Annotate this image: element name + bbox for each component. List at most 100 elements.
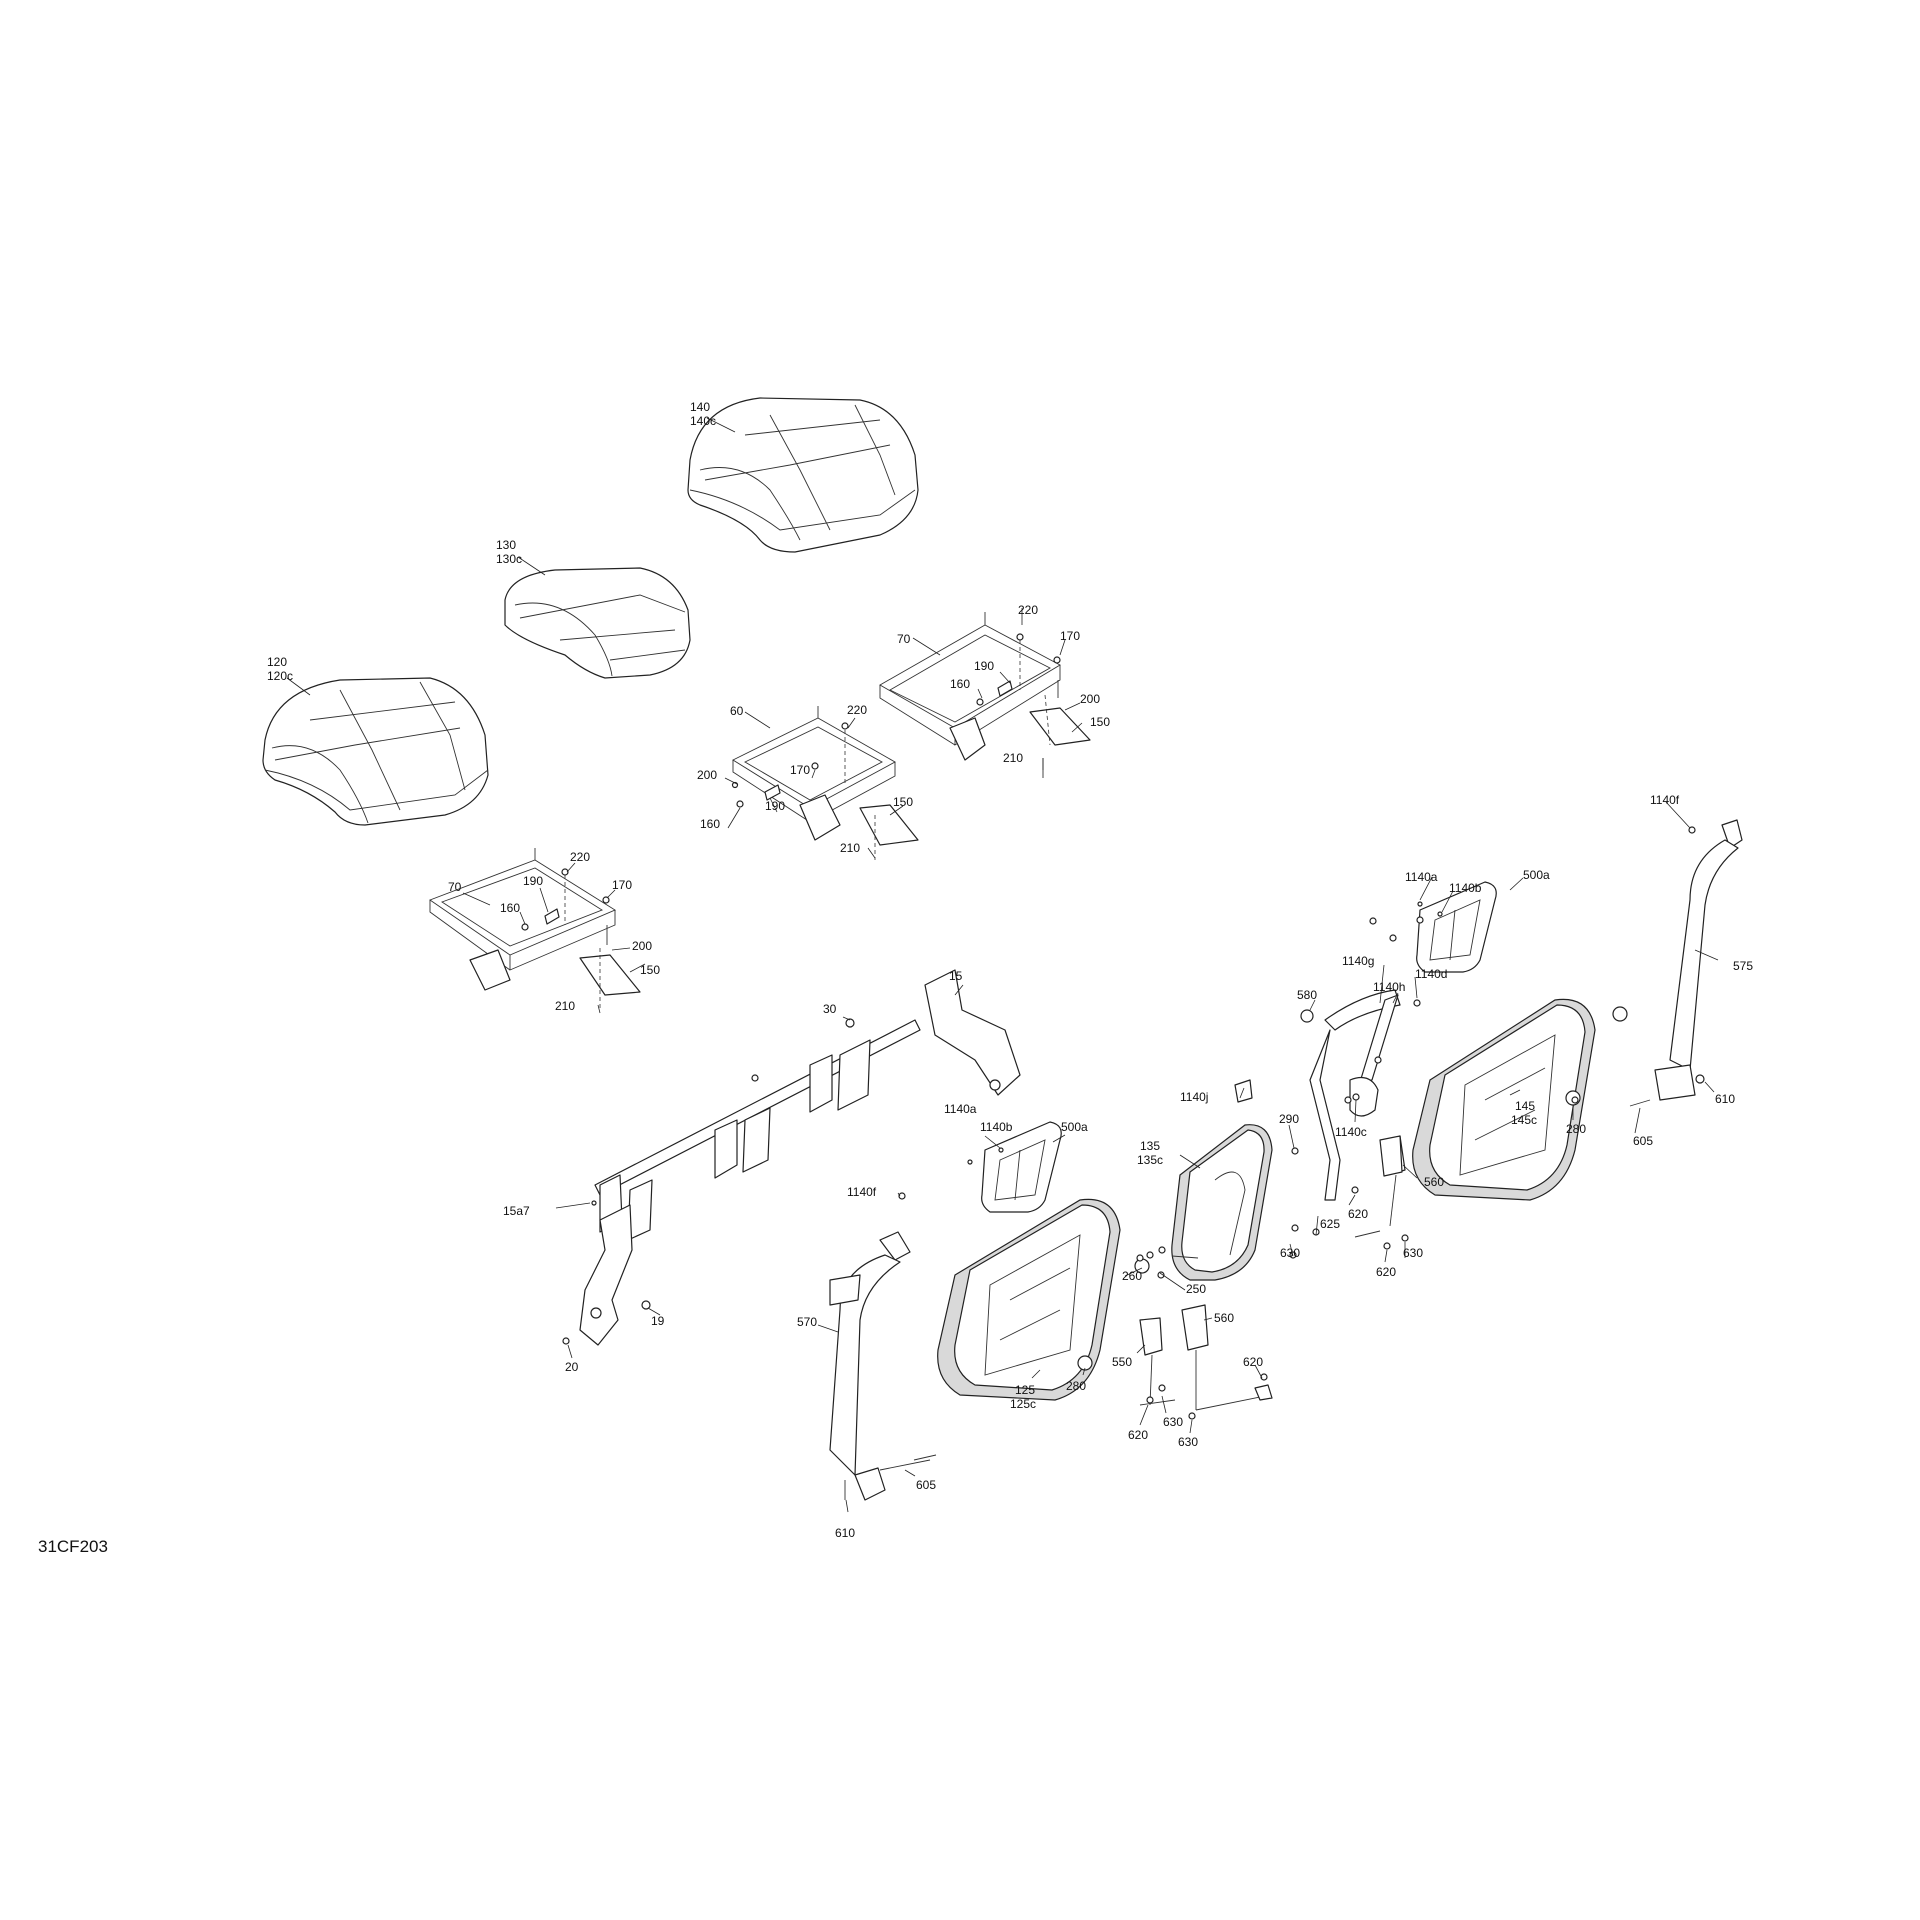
seat-frame-70-right	[879, 612, 1091, 778]
back-panel-500a-right	[1416, 881, 1497, 973]
callout-150-right: 150	[1090, 715, 1110, 729]
callout-190-middle: 190	[765, 799, 785, 813]
seat-back-145	[1412, 998, 1628, 1201]
callout-70-right: 70	[897, 632, 911, 646]
callout-220-right: 220	[1018, 603, 1038, 617]
callout-170-right: 170	[1060, 629, 1080, 643]
diagram-id-label: 31CF203	[38, 1537, 108, 1556]
seat-belt-570	[829, 1192, 931, 1501]
callout-1140a-left: 1140a	[944, 1102, 977, 1116]
callout-630-middle-b: 630	[1403, 1246, 1423, 1260]
callout-250: 250	[1186, 1282, 1206, 1296]
callout-120: 120	[267, 655, 287, 669]
callout-605-right: 605	[1633, 1134, 1653, 1148]
callout-1140a-right: 1140a	[1405, 870, 1438, 884]
callout-575: 575	[1733, 959, 1753, 973]
callout-60-middle: 60	[730, 704, 744, 718]
support-bar-15	[562, 969, 1021, 1346]
callout-560-front: 560	[1214, 1311, 1234, 1325]
callout-145: 145	[1515, 1099, 1535, 1113]
callout-190-right: 190	[974, 659, 994, 673]
callout-620-middle-a: 620	[1348, 1207, 1368, 1221]
seat-back-135	[1171, 1079, 1273, 1281]
callout-140: 140	[690, 400, 710, 414]
callout-140c: 140c	[690, 414, 716, 428]
seat-frame-60-middle	[731, 706, 919, 860]
callout-120c: 120c	[267, 669, 293, 683]
seat-back-125	[937, 1198, 1150, 1401]
callout-260: 260	[1122, 1269, 1142, 1283]
callout-200-right: 200	[1080, 692, 1100, 706]
callout-130: 130	[496, 538, 516, 552]
callout-580: 580	[1297, 988, 1317, 1002]
callout-500a-left: 500a	[1061, 1120, 1088, 1134]
callout-1140f-right: 1140f	[1650, 793, 1680, 807]
callout-15a7: 15a7	[503, 1204, 530, 1218]
callout-1140d: 1140d	[1415, 967, 1447, 981]
callout-560-middle: 560	[1424, 1175, 1444, 1189]
callout-220-front: 220	[570, 850, 590, 864]
callout-200-middle: 200	[697, 768, 717, 782]
callout-630-middle-a: 630	[1280, 1246, 1300, 1260]
buckle-550	[1139, 1317, 1176, 1406]
callout-1140b-left: 1140b	[980, 1120, 1013, 1134]
callout-280-right: 280	[1566, 1122, 1586, 1136]
callout-200-front: 200	[632, 939, 652, 953]
callout-630-front-a: 630	[1163, 1415, 1183, 1429]
callout-160-right: 160	[950, 677, 970, 691]
callout-160-front: 160	[500, 901, 520, 915]
callout-170-front: 170	[612, 878, 632, 892]
back-panel-500a-left	[967, 1121, 1062, 1213]
callout-620-middle-b: 620	[1376, 1265, 1396, 1279]
callout-150-middle: 150	[893, 795, 913, 809]
callout-605-left: 605	[916, 1478, 936, 1492]
callout-1140g: 1140g	[1342, 954, 1374, 968]
callout-19: 19	[651, 1314, 665, 1328]
callout-150-front: 150	[640, 963, 660, 977]
callout-1140f-left: 1140f	[847, 1185, 877, 1199]
callout-610-right: 610	[1715, 1092, 1735, 1106]
callout-620-front-a: 620	[1128, 1428, 1148, 1442]
seat-cushion-140	[687, 397, 919, 553]
callout-130c: 130c	[496, 552, 522, 566]
callout-630-front-b: 630	[1178, 1435, 1198, 1449]
fasteners	[913, 826, 1696, 1461]
callout-610-left: 610	[835, 1526, 855, 1540]
leader-lines	[286, 417, 1719, 1513]
callout-210-front: 210	[555, 999, 575, 1013]
callout-1140h: 1140h	[1373, 980, 1405, 994]
callout-170-middle: 170	[790, 763, 810, 777]
callout-625: 625	[1320, 1217, 1340, 1231]
callout-labels: 140 140c 130 130c 120 120c 220 70 170 19…	[267, 400, 1753, 1540]
callout-125: 125	[1015, 1383, 1035, 1397]
callout-280-left: 280	[1066, 1379, 1086, 1393]
callout-135: 135	[1140, 1139, 1160, 1153]
seat-cushion-120	[262, 677, 489, 826]
callout-1140c: 1140c	[1335, 1125, 1367, 1139]
callout-160-middle: 160	[700, 817, 720, 831]
callout-1140b-right: 1140b	[1449, 881, 1482, 895]
callout-210-middle: 210	[840, 841, 860, 855]
callout-30: 30	[823, 1002, 837, 1016]
seat-belt-575	[1654, 819, 1743, 1101]
callout-570: 570	[797, 1315, 817, 1329]
callout-550: 550	[1112, 1355, 1132, 1369]
callout-145c: 145c	[1511, 1113, 1537, 1127]
callout-135c: 135c	[1137, 1153, 1163, 1167]
callout-620-front-b: 620	[1243, 1355, 1263, 1369]
buckle-560-front	[1181, 1304, 1273, 1411]
callout-15: 15	[949, 969, 963, 983]
callout-70-front: 70	[448, 880, 462, 894]
seat-cushion-130	[504, 567, 691, 679]
callout-190-front: 190	[523, 874, 543, 888]
callout-20: 20	[565, 1360, 579, 1374]
buckle-560-middle	[1379, 1135, 1403, 1177]
callout-210-right: 210	[1003, 751, 1023, 765]
seat-frame-70-left	[429, 848, 641, 1010]
callout-125c: 125c	[1010, 1397, 1036, 1411]
callout-220-middle: 220	[847, 703, 867, 717]
callout-1140j: 1140j	[1180, 1090, 1208, 1104]
callout-290: 290	[1279, 1112, 1299, 1126]
callout-500a-right: 500a	[1523, 868, 1550, 882]
